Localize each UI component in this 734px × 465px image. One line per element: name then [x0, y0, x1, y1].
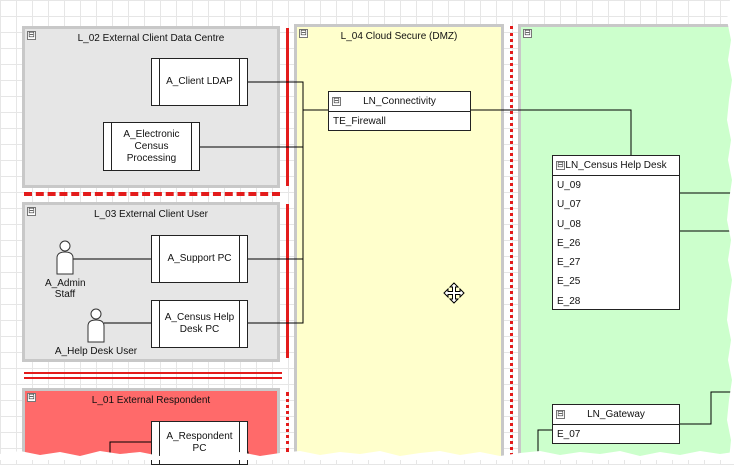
actor-help-desk-user[interactable]: A_Help Desk User [48, 308, 144, 357]
node-item[interactable]: E_28 [557, 295, 581, 307]
collapse-icon[interactable]: ⊟ [27, 30, 36, 40]
node-item[interactable]: U_08 [557, 218, 581, 230]
collapse-icon[interactable]: ⊟ [556, 160, 565, 170]
collapse-icon[interactable]: ⊟ [523, 28, 532, 38]
node-title: ⊟ LN_Census Help Desk [553, 156, 679, 176]
node-ln-connectivity[interactable]: ⊟ LN_Connectivity TE_Firewall [328, 91, 471, 131]
node-title-text: LN_Connectivity [363, 96, 436, 107]
node-item[interactable]: E_25 [557, 276, 581, 288]
node-item[interactable]: U_09 [557, 180, 581, 191]
collapse-icon[interactable]: ⊟ [27, 206, 36, 216]
app-label: A_Support PC [167, 253, 232, 264]
actor-label: A_Help Desk User [54, 346, 138, 357]
app-label: A_Electronic Census Processing [123, 128, 180, 164]
node-title: ⊟ LN_Connectivity [329, 92, 470, 112]
node-item-te-firewall[interactable]: TE_Firewall [333, 116, 386, 127]
zone-title: L_04 Cloud Secure (DMZ) [340, 31, 458, 42]
node-ln-census-help-desk[interactable]: ⊟ LN_Census Help Desk U_09 U_07 U_08 E_2… [552, 155, 680, 310]
collapse-icon[interactable]: ⊟ [556, 409, 565, 419]
collapse-icon[interactable]: ⊟ [299, 28, 308, 38]
app-label: A_Client LDAP [166, 76, 233, 87]
zone-separator-double-top [24, 372, 282, 374]
zone-title: L_02 External Client Data Centre [77, 33, 225, 44]
move-cursor-icon [443, 282, 465, 304]
zone-separator-dashed [24, 192, 280, 196]
person-icon [56, 240, 74, 275]
app-census-help-desk-pc[interactable]: A_Census Help Desk PC [151, 300, 248, 348]
torn-edge-bottom [0, 451, 734, 460]
collapse-icon[interactable]: ⊟ [27, 392, 36, 402]
actor-label: A_Admin Staff [45, 278, 86, 300]
node-title-text: LN_Census Help Desk [565, 160, 667, 171]
node-item[interactable]: E_27 [557, 257, 581, 269]
zone-title: L_03 External Client User [94, 209, 208, 220]
collapse-icon[interactable]: ⊟ [332, 96, 341, 106]
zone-l04-cloud-secure-dmz[interactable]: ⊟ L_04 Cloud Secure (DMZ) [294, 24, 504, 460]
person-icon [87, 308, 105, 343]
zone-separator-vertical-right [510, 26, 513, 456]
zone-separator-vertical-bottom [286, 392, 289, 452]
node-title-text: LN_Gateway [587, 409, 645, 420]
node-item-e-07[interactable]: E_07 [557, 429, 581, 440]
node-title: ⊟ LN_Gateway [553, 405, 679, 425]
actor-admin-staff[interactable]: A_Admin Staff [36, 240, 94, 300]
app-client-ldap[interactable]: A_Client LDAP [151, 58, 248, 106]
app-label: A_Census Help Desk PC [164, 312, 235, 335]
zone-separator-double-bottom [24, 377, 282, 379]
node-item[interactable]: E_26 [557, 237, 581, 249]
torn-edge-right [727, 0, 734, 460]
zone-separator-vertical-middle [286, 204, 289, 358]
app-electronic-census-processing[interactable]: A_Electronic Census Processing [103, 122, 200, 171]
app-label: A_Respondent PC [166, 431, 233, 454]
zone-separator-vertical-top [286, 28, 289, 186]
node-item[interactable]: U_07 [557, 199, 581, 211]
app-support-pc[interactable]: A_Support PC [151, 235, 248, 283]
node-ln-gateway[interactable]: ⊟ LN_Gateway E_07 [552, 404, 680, 444]
zone-title: L_01 External Respondent [91, 395, 211, 406]
